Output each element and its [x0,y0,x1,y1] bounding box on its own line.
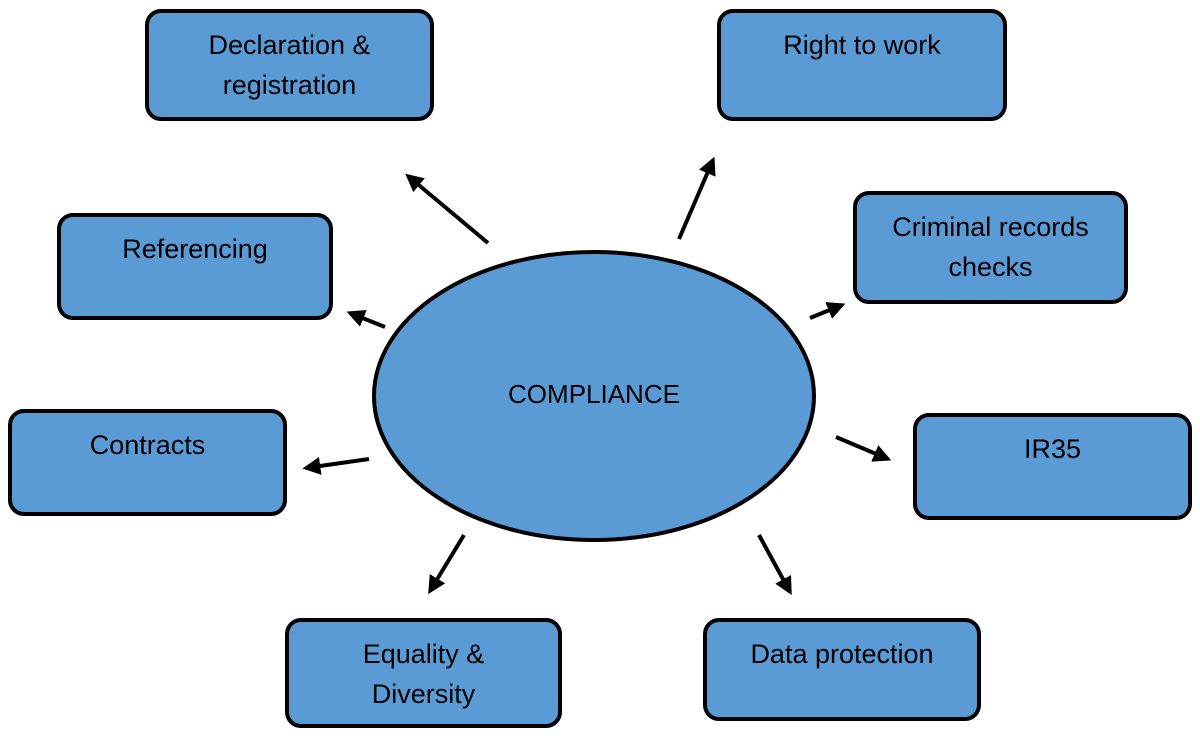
box-ir35: IR35 [913,413,1192,520]
box-label-line: checks [948,252,1033,282]
box-criminal-records-checks: Criminal records checks [853,191,1128,304]
box-data-protection: Data protection [703,618,981,721]
arrow-to-referencing [346,309,386,329]
box-label-line: Right to work [783,30,941,60]
box-label-line: IR35 [1023,434,1082,464]
box-contracts: Contracts [8,409,287,516]
box-declaration-registration: Declaration & registration [145,9,434,121]
box-label-line: Criminal records [892,212,1089,242]
box-label-line: Diversity [371,679,476,709]
box-label-line: Declaration & [208,30,371,60]
arrow-to-ir35 [835,435,892,462]
arrow-to-right-to-work [677,156,716,240]
box-referencing: Referencing [57,213,333,320]
box-label-line: Equality & [362,639,485,669]
box-label-line: Contracts [89,430,206,460]
arrow-to-equality [428,533,466,595]
arrow-to-contracts [302,457,370,475]
box-label-line: Referencing [122,234,268,264]
arrow-to-declaration [405,173,490,245]
box-equality-diversity: Equality & Diversity [285,618,562,728]
center-label: COMPLIANCE [508,379,680,409]
center-ellipse [372,250,816,542]
arrow-to-data-protection [757,534,792,596]
arrow-to-criminal-records [809,302,846,320]
box-label-line: Data protection [750,639,934,669]
box-right-to-work: Right to work [717,9,1007,121]
box-label-line: registration [222,70,357,100]
